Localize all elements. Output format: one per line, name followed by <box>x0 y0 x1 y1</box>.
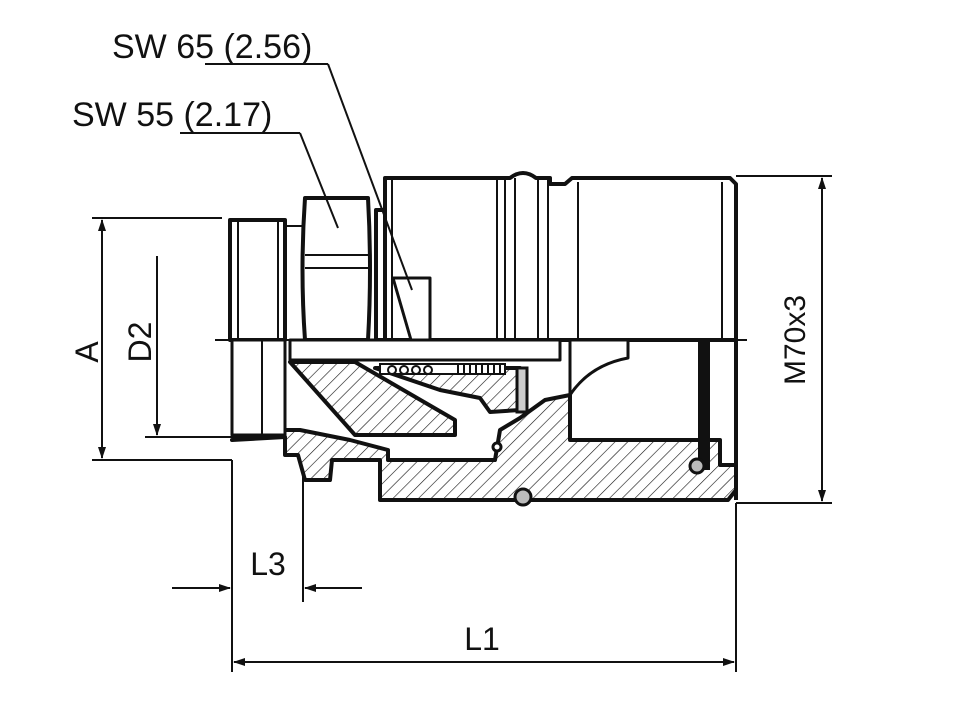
dimension-thread: M70x3 <box>736 175 832 504</box>
coupling-body-upper <box>383 171 738 342</box>
dimension-l3: L3 <box>172 460 362 672</box>
dimension-l1-label: L1 <box>464 621 500 657</box>
sw65-label: SW 65 (2.56) <box>112 28 312 66</box>
nipple-upper <box>228 218 287 342</box>
dimension-d2-label: D2 <box>122 322 158 363</box>
dimension-a-label: A <box>69 341 105 363</box>
spring <box>379 363 506 375</box>
dimension-thread-label: M70x3 <box>779 295 812 385</box>
sw55-label: SW 55 (2.17) <box>72 96 272 134</box>
dimension-l3-label: L3 <box>250 546 286 582</box>
hex-sw55 <box>285 196 372 342</box>
dimension-a: A <box>69 217 232 461</box>
dimension-l1: L1 <box>233 503 737 672</box>
leader-sw65: SW 65 (2.56) <box>112 28 413 291</box>
dimension-d2: D2 <box>122 256 285 438</box>
section-lower <box>230 338 738 507</box>
leader-sw55: SW 55 (2.17) <box>72 96 339 229</box>
